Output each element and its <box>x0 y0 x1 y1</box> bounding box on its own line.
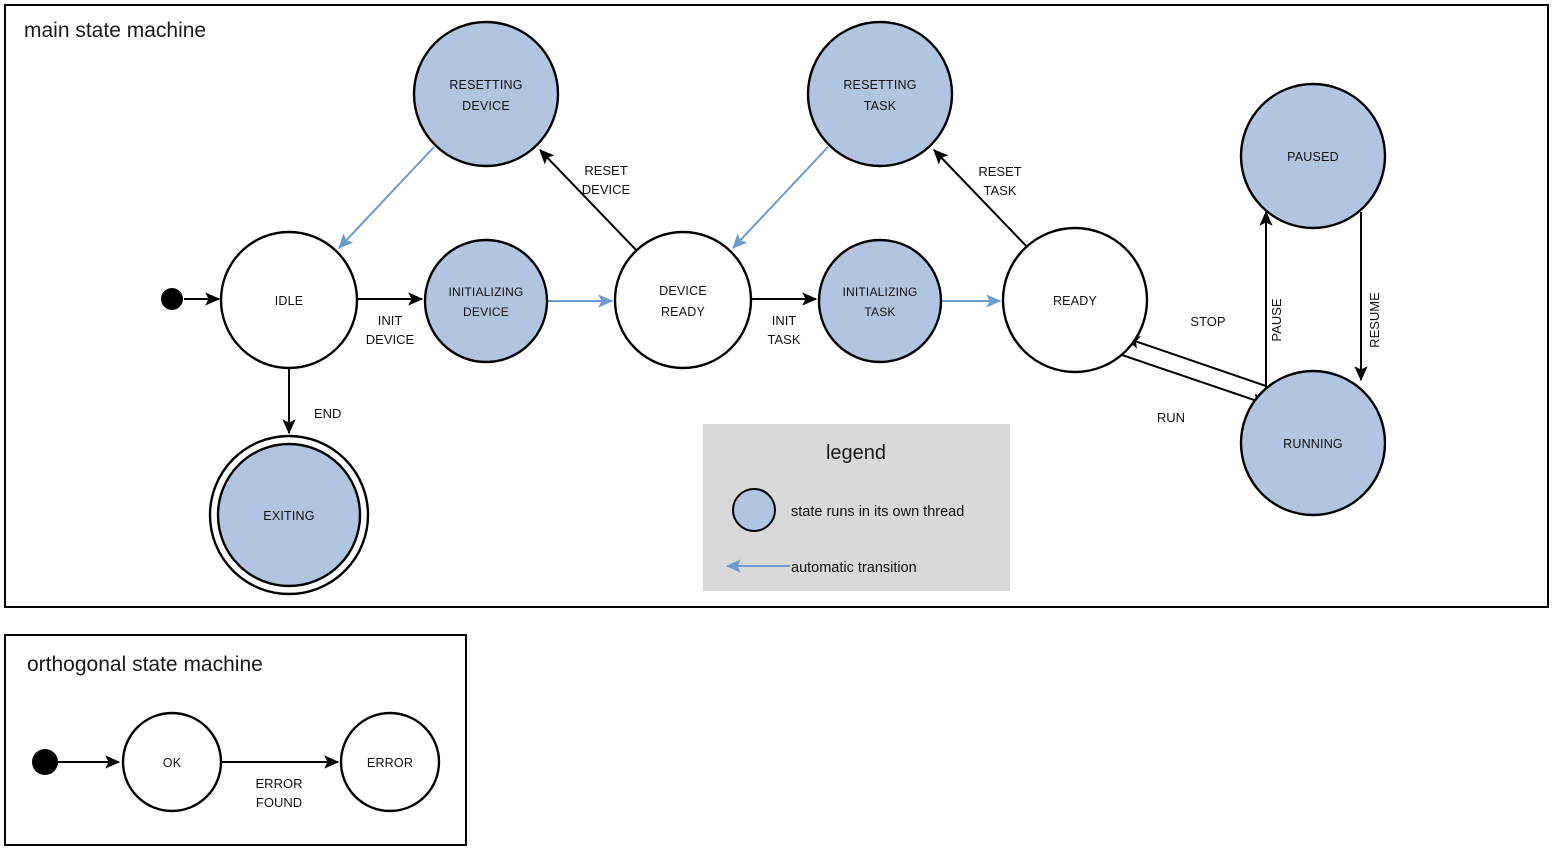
legend-thread-state-label: state runs in its own thread <box>791 504 964 520</box>
state-node-initializing-device[interactable] <box>423 238 549 364</box>
state-label-initializing-device-line1: INITIALIZING <box>448 285 523 299</box>
edge-resetting-device-to-idle <box>338 146 435 249</box>
state-label-ok: OK <box>163 756 182 770</box>
state-node-ok[interactable] <box>121 711 223 813</box>
state-node-ready[interactable] <box>1001 226 1149 374</box>
main-state-machine-frame <box>4 4 1549 608</box>
start-state-node <box>161 288 183 310</box>
edge-label-stop: STOP <box>1190 314 1225 329</box>
state-node-device-ready[interactable] <box>613 230 753 370</box>
state-label-error: ERROR <box>367 756 413 770</box>
legend-thread-state-icon <box>732 488 776 532</box>
edge-device-ready-to-resetting-device <box>539 149 638 252</box>
state-label-paused: PAUSED <box>1287 150 1339 164</box>
state-label-device-ready-line2: READY <box>661 305 706 319</box>
edge-ready-to-running <box>1121 354 1268 406</box>
state-label-resetting-device-line1: RESETTING <box>449 78 522 92</box>
edge-label-init-task-line1: INIT <box>772 313 797 328</box>
state-label-running: RUNNING <box>1283 437 1343 451</box>
state-label-exiting: EXITING <box>263 509 314 523</box>
ortho-start-state-node <box>32 749 58 775</box>
state-label-resetting-task-line1: RESETTING <box>843 78 916 92</box>
state-node-exiting[interactable] <box>216 442 362 588</box>
legend-title: legend <box>826 442 886 464</box>
state-label-idle: IDLE <box>275 294 304 308</box>
edge-label-error-found-line2: FOUND <box>256 795 302 810</box>
edge-label-reset-device-line1: RESET <box>584 163 627 178</box>
orthogonal-state-machine-title: orthogonal state machine <box>27 653 263 676</box>
edge-label-pause: PAUSE <box>1269 298 1284 341</box>
state-label-resetting-device-line2: DEVICE <box>462 99 510 113</box>
edge-label-end: END <box>314 406 341 421</box>
state-label-ready: READY <box>1053 294 1098 308</box>
edge-label-reset-task-line2: TASK <box>984 183 1017 198</box>
edge-resetting-task-to-device-ready <box>732 146 829 249</box>
state-node-error[interactable] <box>339 711 441 813</box>
state-node-initializing-task[interactable] <box>817 238 943 364</box>
edge-label-init-device-line2: DEVICE <box>366 332 415 347</box>
state-label-device-ready-line1: DEVICE <box>659 284 707 298</box>
legend-auto-transition-label: automatic transition <box>791 560 917 576</box>
edge-label-reset-device-line2: DEVICE <box>582 182 631 197</box>
state-node-resetting-device[interactable] <box>412 20 560 168</box>
state-label-initializing-task-line1: INITIALIZING <box>842 285 917 299</box>
state-node-resetting-task[interactable] <box>806 20 954 168</box>
edge-ready-to-resetting-task <box>933 149 1032 252</box>
edge-running-to-ready <box>1124 336 1267 387</box>
main-state-machine-title: main state machine <box>24 19 206 42</box>
edge-label-run: RUN <box>1157 410 1185 425</box>
edge-label-reset-task-line1: RESET <box>978 164 1021 179</box>
state-label-initializing-device-line2: DEVICE <box>463 305 509 319</box>
state-node-running[interactable] <box>1239 369 1387 517</box>
edge-label-error-found-line1: ERROR <box>256 776 303 791</box>
edge-label-init-task-line2: TASK <box>768 332 801 347</box>
state-label-resetting-task-line2: TASK <box>864 99 897 113</box>
state-node-paused[interactable] <box>1239 82 1387 230</box>
state-node-idle[interactable] <box>219 230 359 370</box>
orthogonal-state-machine-frame <box>4 634 467 846</box>
edge-label-resume: RESUME <box>1367 292 1382 348</box>
edge-label-init-device-line1: INIT <box>378 313 403 328</box>
state-label-initializing-task-line2: TASK <box>864 305 895 319</box>
